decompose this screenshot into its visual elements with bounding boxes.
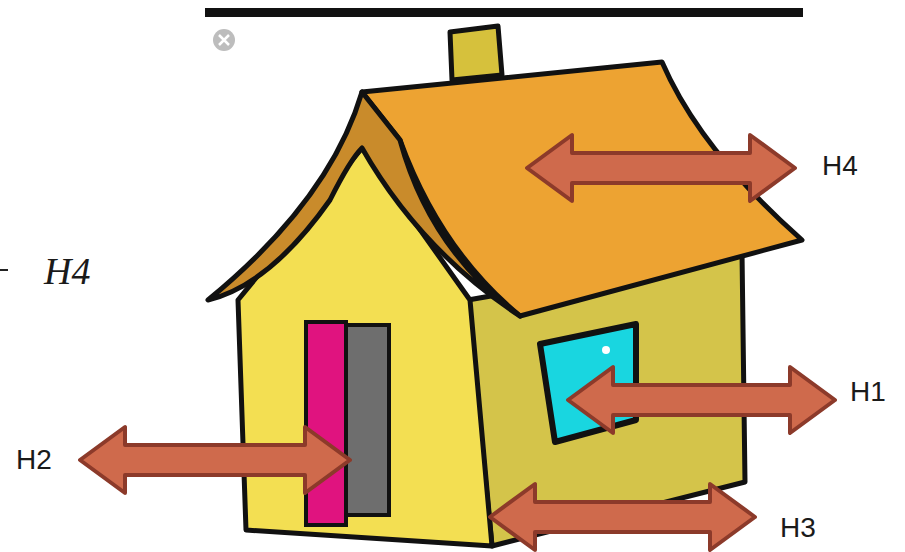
double-arrow bbox=[568, 367, 835, 433]
formula-term: H4 bbox=[44, 252, 90, 290]
close-icon bbox=[213, 29, 235, 51]
window-glint bbox=[602, 346, 610, 354]
close-icon-cross bbox=[219, 35, 229, 45]
heat-loss-label: H4 bbox=[822, 152, 858, 180]
heat-loss-label: H2 bbox=[16, 446, 52, 474]
heat-loss-label: H1 bbox=[850, 378, 886, 406]
chimney bbox=[450, 26, 502, 80]
door-frame bbox=[343, 325, 389, 515]
double-arrow bbox=[80, 427, 350, 493]
roof-eave bbox=[208, 92, 520, 316]
double-arrow bbox=[527, 135, 795, 201]
heat-loss-label: H3 bbox=[780, 514, 816, 542]
roof bbox=[362, 62, 802, 316]
double-arrow bbox=[490, 484, 755, 550]
cut-off-symbol bbox=[0, 269, 8, 271]
top-bar bbox=[205, 8, 803, 17]
door bbox=[306, 322, 346, 525]
